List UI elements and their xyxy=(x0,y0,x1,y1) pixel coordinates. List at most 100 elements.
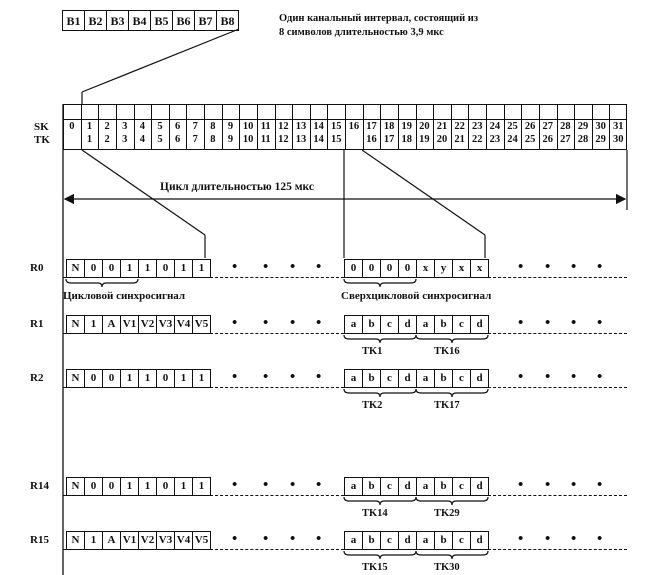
sk-number: 15 xyxy=(330,121,342,132)
ellipsis-dot: • xyxy=(597,477,603,493)
ts0-bit-cell: A xyxy=(102,315,121,334)
ellipsis-dot: • xyxy=(232,531,238,547)
ellipsis-dot: • xyxy=(290,315,296,331)
timeslot-divider xyxy=(380,104,382,150)
ellipsis-dot: • xyxy=(518,369,524,385)
ellipsis-dot: • xyxy=(518,315,524,331)
channel-label-b: TK17 xyxy=(434,400,460,411)
timeslot-divider xyxy=(327,104,329,150)
row-dashed-line xyxy=(488,333,627,334)
sk-number: 1 xyxy=(86,121,93,132)
sk-number: 6 xyxy=(174,121,181,132)
timeslot-divider xyxy=(133,104,135,150)
ts16-bit-cell: a xyxy=(344,477,363,496)
tk-number: 2 xyxy=(104,134,110,145)
ellipsis-dot: • xyxy=(518,477,524,493)
sk-number: 16 xyxy=(348,121,360,132)
row-label-r14: R14 xyxy=(30,480,49,492)
timeslot-divider xyxy=(556,104,558,150)
channel-label-b: TK16 xyxy=(434,346,460,357)
timeslot-divider xyxy=(204,104,205,150)
sk-number: 25 xyxy=(507,121,518,132)
multiframe-sync-caption: Сверхцикловой синхросигнал xyxy=(341,290,492,302)
timeslot-divider xyxy=(574,104,576,150)
ts0-bit-cell: 0 xyxy=(156,369,175,388)
sk-number: 3 xyxy=(122,121,128,132)
timeslot-divider xyxy=(521,104,523,150)
ellipsis-dot: • xyxy=(518,259,524,275)
ellipsis-dot: • xyxy=(545,477,551,493)
tk-number: 24 xyxy=(507,134,518,145)
row-label-r2: R2 xyxy=(30,372,44,384)
sk-number: 12 xyxy=(278,121,289,132)
sk-number: 18 xyxy=(383,121,395,132)
tk-number: 19 xyxy=(419,134,430,145)
ts0-bit-cell: 1 xyxy=(192,369,211,388)
ts16-bit-cell: c xyxy=(380,315,399,334)
ts0-bit-cell: 0 xyxy=(102,259,121,278)
ellipsis-dot: • xyxy=(545,369,551,385)
timeslot-divider xyxy=(591,104,593,150)
timeslot-divider xyxy=(115,104,117,150)
ellipsis-dot: • xyxy=(290,477,296,493)
tk-number: 25 xyxy=(524,134,536,145)
sk-number: 27 xyxy=(542,121,553,132)
group-brace xyxy=(415,334,489,344)
cycle-label: Цикл длительностью 125 мкс xyxy=(160,181,314,193)
channel-label-a: TK1 xyxy=(362,346,383,357)
row-dashed-line xyxy=(210,277,344,278)
ellipsis-dot: • xyxy=(316,369,322,385)
channel-label-a: TK2 xyxy=(362,400,383,411)
sk-number: 28 xyxy=(560,121,571,132)
ellipsis-dot: • xyxy=(232,477,238,493)
channel-label-a: TK15 xyxy=(362,562,388,573)
tk-number: 13 xyxy=(295,134,307,145)
sk-number: 20 xyxy=(419,121,430,132)
sk-number: 19 xyxy=(401,121,412,132)
sk-number: 2 xyxy=(104,121,110,132)
ellipsis-dot: • xyxy=(316,531,322,547)
tk-number: 10 xyxy=(242,134,254,145)
ellipsis-dot: • xyxy=(263,315,269,331)
timeslot-divider xyxy=(538,104,540,150)
tk-number: 12 xyxy=(278,134,289,145)
row-label-r0: R0 xyxy=(30,262,44,274)
ellipsis-dot: • xyxy=(597,259,603,275)
timeslot-divider xyxy=(450,104,452,150)
ts16-bit-cell: d xyxy=(470,315,489,334)
row-dashed-line xyxy=(488,277,627,278)
bit-box-b2: B2 xyxy=(84,10,107,31)
ts0-bit-cell: 0 xyxy=(102,477,121,496)
sk-number: 26 xyxy=(524,121,536,132)
sk-number: 17 xyxy=(366,121,377,132)
ts0-bit-cell: V5 xyxy=(192,531,211,550)
timeslot-divider xyxy=(415,104,417,150)
tk-number: 30 xyxy=(612,134,624,145)
timeslot-divider xyxy=(274,104,276,150)
tk-number: 21 xyxy=(454,134,465,145)
channel-label-a: TK14 xyxy=(362,508,388,519)
ts16-bit-cell: b xyxy=(362,369,381,388)
timeslot-divider xyxy=(256,104,258,150)
timeslot-divider xyxy=(468,104,470,150)
sk-number: 8 xyxy=(210,121,216,132)
ts16-bit-cell: x xyxy=(452,259,471,278)
ts0-bit-cell: A xyxy=(102,531,121,550)
timeslot-divider xyxy=(503,104,505,150)
ellipsis-dot: • xyxy=(232,369,238,385)
row-dashed-line xyxy=(210,549,344,550)
sk-label: SK xyxy=(34,121,49,133)
channel-label-b: TK30 xyxy=(434,562,460,573)
timeslot-divider xyxy=(433,104,435,150)
timeslot-divider xyxy=(168,104,170,150)
timeslot-divider xyxy=(609,104,611,150)
tk-number: 6 xyxy=(174,134,181,145)
frame-sync-caption: Цикловой синхросигнал xyxy=(63,290,186,302)
sk-number: 5 xyxy=(157,121,163,132)
ts16-expand-right xyxy=(361,149,486,236)
group-brace xyxy=(415,496,489,506)
ellipsis-dot: • xyxy=(597,315,603,331)
sk-number: 9 xyxy=(227,121,234,132)
ts0-bit-cell: 1 xyxy=(192,259,211,278)
